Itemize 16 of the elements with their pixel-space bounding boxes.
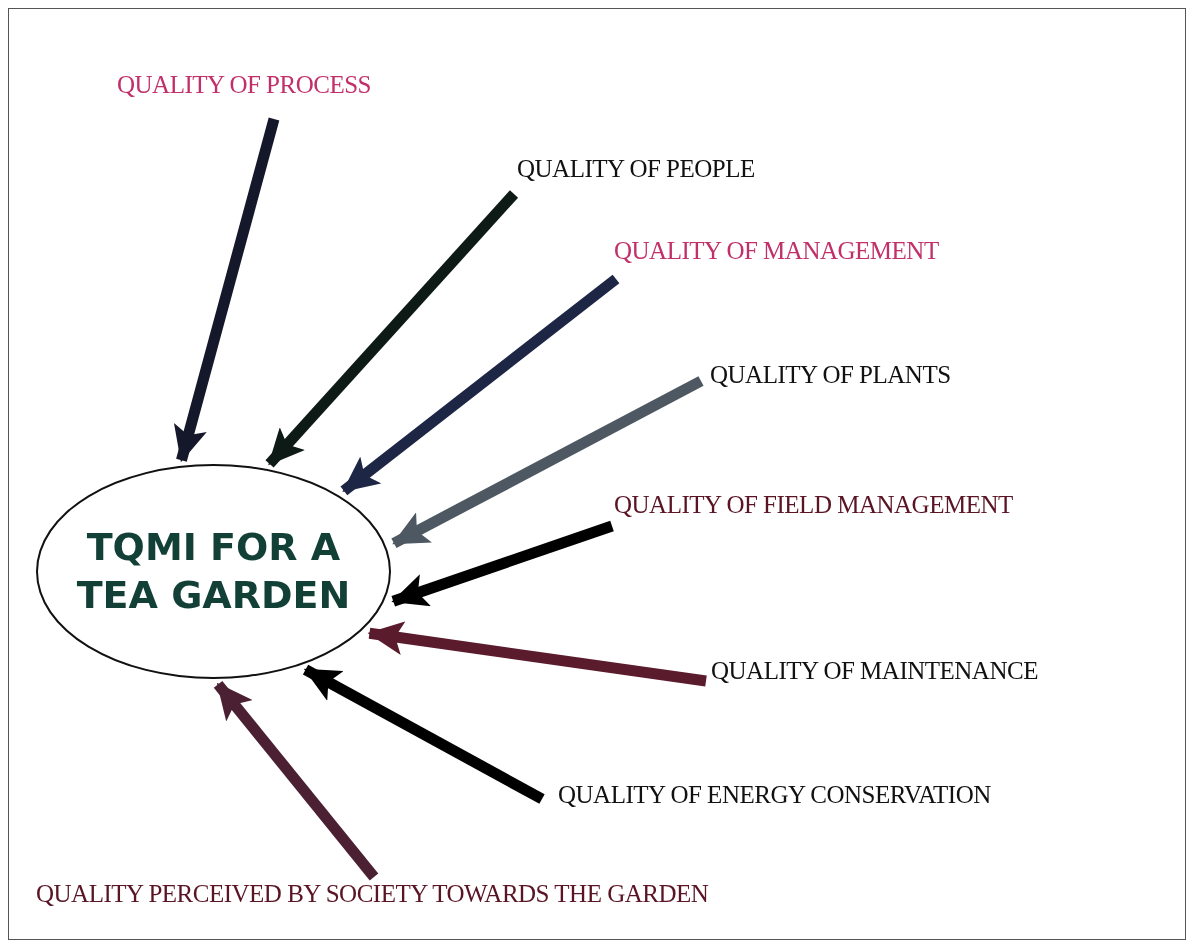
arrow <box>173 117 280 463</box>
quality-label: QUALITY OF FIELD MANAGEMENT <box>614 491 1013 519</box>
quality-label: QUALITY OF PEOPLE <box>517 155 755 183</box>
arrow <box>367 621 707 687</box>
arrow <box>340 274 620 496</box>
quality-label: QUALITY OF PLANTS <box>710 361 951 389</box>
quality-label: QUALITY OF PROCESS <box>117 71 371 99</box>
arrow <box>391 520 614 607</box>
title-text: TQMI FOR A TEA GARDEN <box>75 524 352 619</box>
arrow <box>302 664 545 804</box>
quality-label: QUALITY OF MAINTENANCE <box>711 657 1038 685</box>
quality-label: QUALITY PERCEIVED BY SOCIETY TOWARDS THE GARDEN <box>36 880 709 908</box>
quality-label: QUALITY OF ENERGY CONSERVATION <box>558 781 991 809</box>
arrow <box>213 680 379 881</box>
quality-label: QUALITY OF MANAGEMENT <box>614 237 939 265</box>
arrow <box>391 376 704 549</box>
